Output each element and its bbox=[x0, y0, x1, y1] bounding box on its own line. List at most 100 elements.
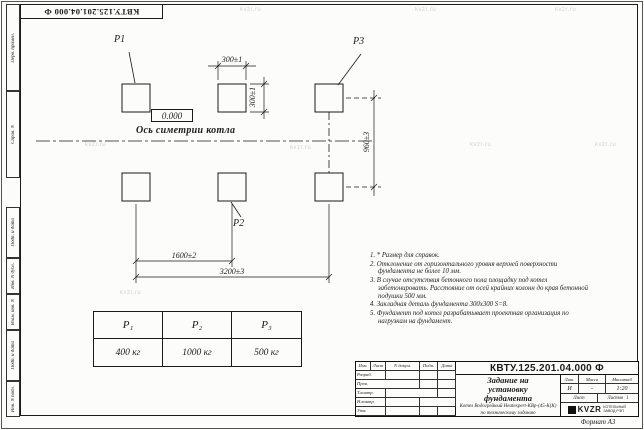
title-block-right: КВТУ.125.201.04.000 Ф Задание на установ… bbox=[456, 362, 638, 416]
lit-mass-scale-cell: Лит. Масса Масштаб И - 1:20 Лист Листов … bbox=[561, 375, 638, 416]
sheets-label: Листов bbox=[607, 395, 624, 401]
tb-empty-cell bbox=[438, 370, 456, 380]
foundation-pad-1 bbox=[122, 84, 150, 112]
watermark: kvzr.ru bbox=[595, 142, 617, 148]
note-1: 1. * Размер для справок. bbox=[370, 252, 440, 259]
watermark: kvzr.ru bbox=[555, 7, 577, 13]
tb-role-utv: Утв. bbox=[356, 406, 386, 416]
tb-empty-cell bbox=[386, 379, 420, 389]
watermark: kvzr.ru bbox=[470, 142, 492, 148]
watermark: kvzr.ru bbox=[415, 7, 437, 13]
margin-block: Инв. N подл. bbox=[6, 381, 20, 417]
margin-block: Подп. и дата bbox=[6, 207, 20, 258]
foundation-pad-3 bbox=[315, 84, 343, 112]
note-2: 2. Отклонение от горизонтального уровня … bbox=[370, 260, 558, 276]
notes-block: 1. * Размер для справок. 2. Отклонение о… bbox=[370, 252, 592, 327]
tb-empty-cell bbox=[420, 388, 438, 398]
dim-3200: 3200±3 bbox=[219, 267, 245, 276]
dim-1600: 1600±2 bbox=[171, 251, 197, 260]
drawing-frame bbox=[20, 4, 638, 416]
scale-value: 1:20 bbox=[616, 385, 628, 392]
load-table-header: Р₁ bbox=[94, 312, 163, 339]
elevation-mark: 0.000 bbox=[151, 109, 193, 122]
tb-empty-cell bbox=[420, 370, 438, 380]
kvzr-logo-text: KVZR bbox=[577, 405, 602, 415]
load-point-label-p2: Р2 bbox=[233, 218, 245, 229]
sheets-cell: Листов 1 bbox=[598, 394, 638, 402]
tb-role-razrab: Разраб. bbox=[356, 370, 386, 380]
tb-role-tkontr: Т.контр. bbox=[356, 388, 386, 398]
tb-col-dokum: N докум. bbox=[386, 362, 420, 371]
watermark: kvzr.ru bbox=[240, 7, 262, 13]
lit-value: И bbox=[561, 384, 579, 394]
margin-block: Взам. инв. N bbox=[6, 294, 20, 330]
title-block-signature-table: Изм. Лист N докум. Подп. Дата Разраб. Пр… bbox=[356, 362, 456, 416]
dim-960: 960±3 bbox=[362, 131, 371, 153]
load-table-header: Р₃ bbox=[232, 312, 301, 339]
product-name-line1: Котел Водогрейный Heatexpert-КВр-(45-К(К… bbox=[459, 404, 557, 409]
tb-empty-cell bbox=[386, 406, 420, 416]
note-5: 5. Фундамент под котел разрабатывает про… bbox=[370, 310, 569, 325]
dim-300-vertical: 300±1 bbox=[248, 86, 257, 108]
sheets-count: 1 bbox=[626, 395, 629, 401]
note-4: 4. Закладная деталь фундамента 300х300 S… bbox=[370, 301, 508, 309]
foundation-pad-4 bbox=[122, 173, 150, 201]
tb-empty-cell bbox=[438, 397, 456, 407]
load-table-value: 500 кг bbox=[254, 347, 279, 358]
document-name-cell: Задание на установку фундамента Котел Во… bbox=[456, 375, 561, 416]
load-table-header: Р₂ bbox=[163, 312, 232, 339]
foundation-pad-6 bbox=[315, 173, 343, 201]
margin-block: Справ. N bbox=[6, 91, 20, 178]
kvzr-logo-icon bbox=[567, 405, 576, 414]
format-label: Формат А3 bbox=[580, 418, 616, 426]
tb-col-podp: Подп. bbox=[420, 362, 438, 371]
document-designation: КВТУ.125.201.04.000 Ф bbox=[456, 362, 638, 376]
watermark: kvzr.ru bbox=[290, 145, 312, 151]
dimension-lines bbox=[133, 61, 381, 283]
foundation-pad-2 bbox=[218, 84, 246, 112]
load-point-label-p1: Р1 bbox=[114, 34, 126, 45]
sheet-label: Лист bbox=[561, 394, 598, 403]
tb-empty-cell bbox=[420, 379, 438, 389]
company-logo-cell: KVZR КОТЕЛЬНЫЙ ЗАВОД РЭП bbox=[561, 403, 638, 416]
margin-block: Подп. и дата bbox=[6, 330, 20, 381]
tb-empty-cell bbox=[438, 407, 456, 416]
note-3: 3. В случае отсутствия бетонного пола пл… bbox=[370, 277, 589, 300]
foundation-pad-5 bbox=[218, 173, 246, 201]
tb-empty-cell bbox=[420, 406, 438, 416]
tb-empty-cell bbox=[438, 388, 456, 398]
tb-empty-cell bbox=[420, 398, 438, 407]
tb-empty-cell bbox=[386, 389, 420, 398]
tb-empty-cell bbox=[386, 397, 420, 407]
mass-value: - bbox=[579, 384, 606, 394]
margin-block: Инв. N дубл. bbox=[6, 258, 20, 294]
margin-block: Перв. примен. bbox=[6, 4, 20, 91]
document-title: Задание на установку фундамента bbox=[484, 375, 532, 404]
leader-lines bbox=[129, 52, 361, 217]
top-designation-box: КВТУ.125.201.04.000 Ф bbox=[21, 5, 163, 19]
load-table-value: 400 кг bbox=[94, 339, 163, 366]
tb-col-izm: Изм. bbox=[356, 362, 371, 371]
product-name-line2: по техническому заданию bbox=[480, 410, 536, 416]
tb-role-nkontr: Н.контр. bbox=[356, 397, 386, 407]
axis-lines bbox=[36, 112, 372, 173]
watermark: kvzr.ru bbox=[120, 290, 142, 296]
watermark: kvzr.ru bbox=[85, 142, 107, 148]
tb-col-data: Дата bbox=[438, 362, 456, 371]
scale-header: Масштаб bbox=[612, 376, 632, 382]
boiler-symmetry-axis-label: Ось симетрии котла bbox=[136, 125, 236, 136]
title-block: Изм. Лист N докум. Подп. Дата Разраб. Пр… bbox=[355, 361, 639, 417]
load-point-label-p3: Р3 bbox=[353, 36, 365, 47]
mass-header: Масса bbox=[579, 375, 606, 384]
lit-header: Лит. bbox=[561, 375, 579, 384]
tb-empty-cell bbox=[386, 370, 420, 380]
load-table-value: 1000 кг bbox=[163, 339, 232, 366]
margin-stamp-strip: Перв. примен. Справ. N Подп. и дата Инв.… bbox=[6, 4, 20, 417]
kvzr-logo-caption: КОТЕЛЬНЫЙ ЗАВОД РЭП bbox=[603, 404, 626, 413]
dim-300-horizontal: 300±1 bbox=[221, 55, 243, 64]
tb-empty-cell bbox=[438, 379, 456, 389]
tb-col-list: Лист bbox=[371, 362, 386, 371]
